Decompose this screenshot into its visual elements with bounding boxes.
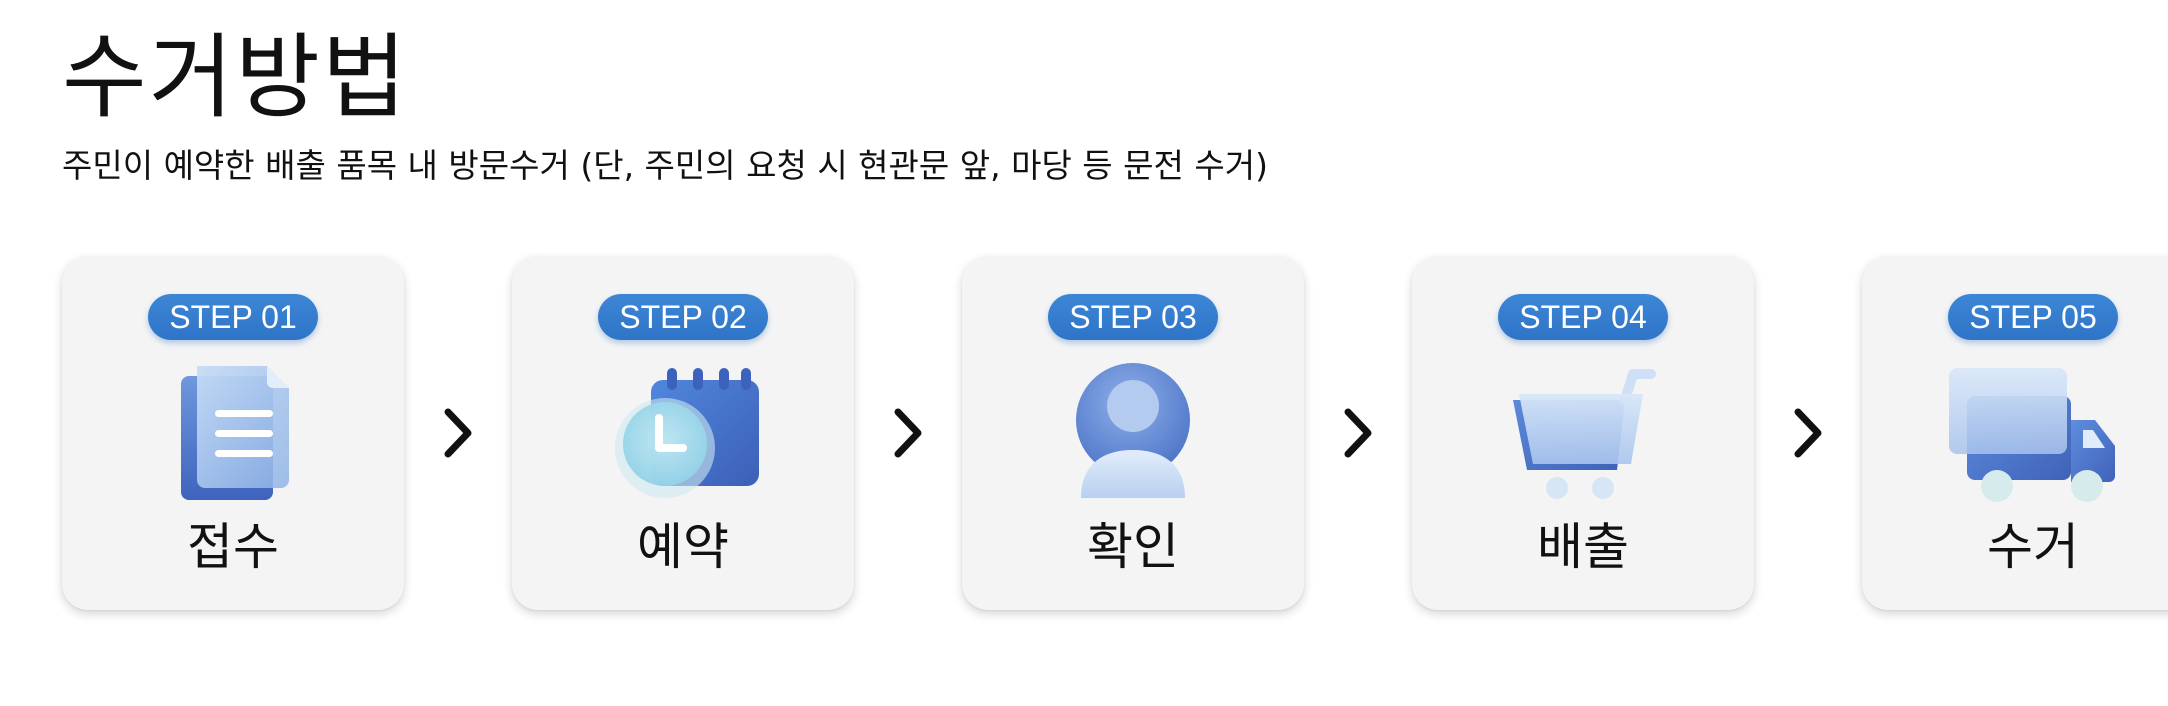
document-icon [143,360,323,510]
step-badge: STEP 01 [148,294,318,340]
chevron-right-icon [868,403,948,463]
step-label: 수거 [1987,518,2079,576]
page-title: 수거방법 [62,24,409,131]
truck-icon [1943,360,2123,510]
chevron-right-icon [1768,403,1848,463]
page-subtitle: 주민이 예약한 배출 품목 내 방문수거 (단, 주민의 요청 시 현관문 앞,… [62,146,1268,185]
step-flow: STEP 01 [62,256,2168,610]
step-card-5: STEP 05 [1862,256,2168,610]
chevron-right-icon [1318,403,1398,463]
step-label: 확인 [1087,518,1179,576]
step-label: 예약 [637,518,729,576]
step-card-4: STEP 04 배출 [1412,256,1754,610]
user-icon [1043,360,1223,510]
step-badge: STEP 04 [1498,294,1668,340]
chevron-right-icon [418,403,498,463]
step-card-2: STEP 02 [512,256,854,610]
step-card-1: STEP 01 [62,256,404,610]
shopping-cart-icon [1493,360,1673,510]
step-label: 접수 [187,518,279,576]
calendar-clock-icon [593,360,773,510]
step-label: 배출 [1537,518,1629,576]
step-card-3: STEP 03 확인 [962,256,1304,610]
step-badge: STEP 02 [598,294,768,340]
step-badge: STEP 05 [1948,294,2118,340]
step-badge: STEP 03 [1048,294,1218,340]
